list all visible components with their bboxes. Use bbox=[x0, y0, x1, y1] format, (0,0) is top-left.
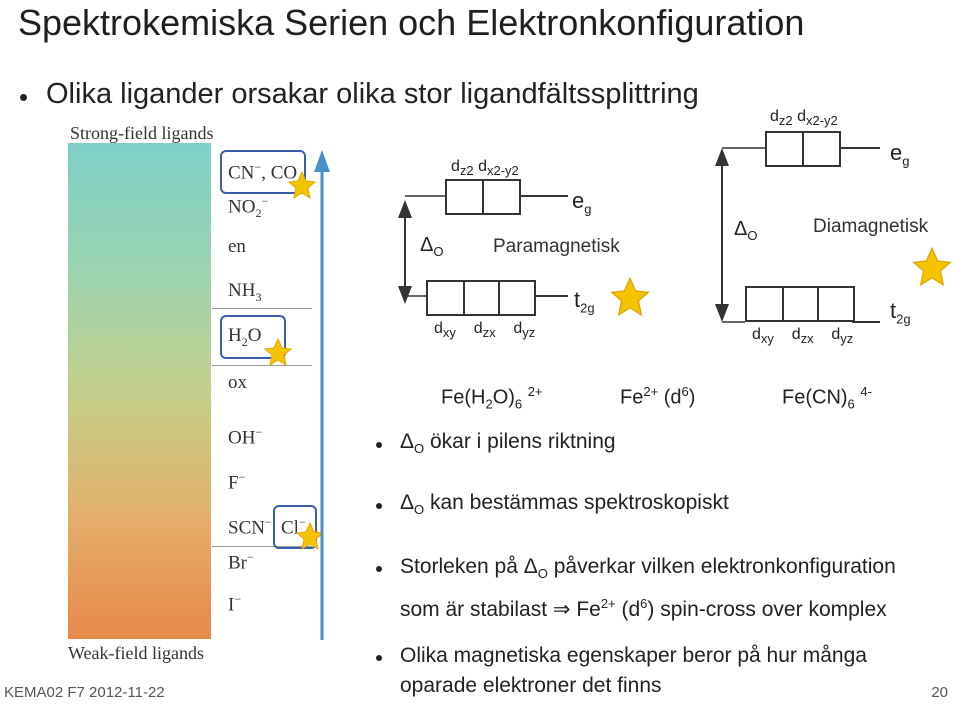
orbital-labels-t2g: dxy dzx dyz bbox=[434, 320, 536, 341]
complex-fe-cn: Fe(CN)6 4- bbox=[782, 384, 872, 412]
ligand-ox: ox bbox=[228, 372, 247, 393]
field-strength-gradient bbox=[68, 143, 211, 639]
paramagnetic-label: Paramagnetisk bbox=[493, 236, 620, 257]
highlight-cl bbox=[273, 505, 317, 549]
ligand-i: I− bbox=[228, 592, 242, 616]
diamagnetic-label: Diamagnetisk bbox=[813, 216, 929, 237]
ligand-f: F− bbox=[228, 470, 246, 494]
weak-field-label: Weak-field ligands bbox=[68, 643, 205, 663]
complex-fe-h2o: Fe(H2O)6 2+ bbox=[441, 384, 543, 412]
star-icon bbox=[296, 522, 324, 550]
eg-label: eg bbox=[572, 188, 592, 217]
star-icon bbox=[913, 247, 951, 286]
footer-date: KEMA02 F7 2012-11-22 bbox=[4, 684, 165, 701]
bullet-magnetic: Olika magnetiska egenskaper beror på hur… bbox=[400, 644, 867, 697]
bullet-dot bbox=[376, 566, 382, 572]
strong-field-label: Strong-field ligands bbox=[70, 123, 214, 143]
page-number: 20 bbox=[931, 684, 948, 701]
t2g-label: t2g bbox=[890, 298, 911, 327]
delta-o-label: ΔO bbox=[734, 218, 758, 243]
ligand-h2o: H2O bbox=[228, 325, 262, 349]
bullet-dot bbox=[376, 503, 382, 509]
highlight-cn-co bbox=[220, 150, 306, 194]
orbital-labels-eg: dz2 dx2-y2 bbox=[770, 108, 838, 129]
bullet-delta-spectroscopy: ΔO kan bestämmas spektroskopiskt bbox=[400, 491, 729, 518]
bullet-main: Olika ligander orsakar olika stor ligand… bbox=[46, 78, 699, 110]
highlight-h2o bbox=[220, 315, 286, 359]
fe2-d6-label: Fe2+ (d6) bbox=[620, 384, 696, 409]
star-icon bbox=[264, 338, 292, 366]
bullet-dot bbox=[376, 655, 382, 661]
ligand-br: Br− bbox=[228, 550, 254, 574]
star-icon bbox=[611, 277, 649, 316]
star-icon bbox=[288, 171, 316, 199]
eg-orbital-box bbox=[445, 179, 521, 215]
t2g-label: t2g bbox=[574, 287, 595, 316]
delta-o-label: ΔO bbox=[420, 234, 444, 259]
divider bbox=[212, 546, 312, 547]
bullet-delta-increase: ΔO ökar i pilens riktning bbox=[400, 430, 616, 457]
page-title: Spektrokemiska Serien och Elektronkonfig… bbox=[18, 2, 805, 43]
t2g-orbital-box bbox=[745, 286, 855, 322]
ligand-nh3: NH3 bbox=[228, 280, 262, 304]
divider bbox=[212, 365, 312, 366]
bullet-dot bbox=[20, 94, 27, 101]
orbital-labels-eg: dz2 dx2-y2 bbox=[451, 158, 519, 179]
ligand-cl: Cl− bbox=[281, 515, 306, 539]
eg-orbital-box bbox=[765, 131, 841, 167]
ligand-cn-co: CN−, CO bbox=[228, 160, 298, 184]
t2g-orbital-box bbox=[426, 280, 536, 316]
orbital-labels-t2g: dxy dzx dyz bbox=[752, 326, 854, 347]
ligand-en: en bbox=[228, 236, 246, 257]
ligand-no2: NO2− bbox=[228, 194, 269, 221]
arrow-up-icon bbox=[314, 150, 330, 172]
divider bbox=[212, 308, 312, 309]
ligand-scn: SCN− bbox=[228, 515, 272, 539]
ligand-oh: OH− bbox=[228, 425, 263, 449]
bullet-spin-crossover: Storleken på ΔO påverkar vilken elektron… bbox=[400, 555, 896, 622]
eg-label: eg bbox=[890, 140, 910, 169]
bullet-dot bbox=[376, 442, 382, 448]
